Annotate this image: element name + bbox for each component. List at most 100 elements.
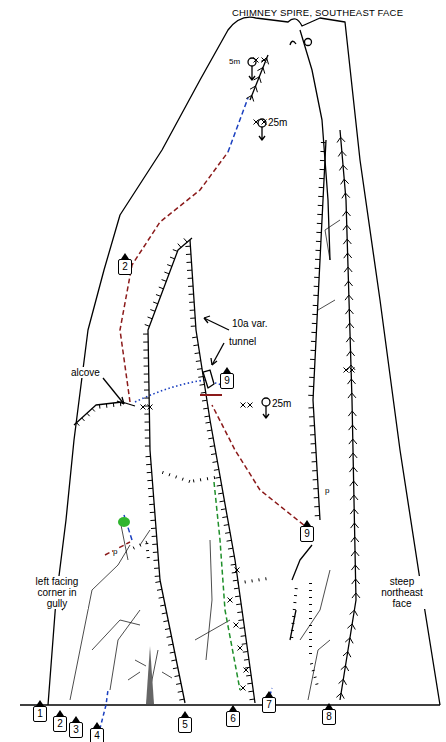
- rock-stroke: [106, 404, 107, 408]
- rock-stroke: [178, 691, 183, 693]
- rock-stroke: [234, 588, 239, 590]
- annotation-label: alcove: [71, 367, 100, 378]
- rock-stroke: [133, 547, 134, 550]
- rock-stroke: [348, 652, 351, 658]
- rock-stroke: [146, 550, 149, 551]
- rock-stroke: [143, 350, 148, 351]
- rock-stroke: [215, 477, 220, 479]
- rock-stroke: [99, 405, 100, 409]
- rock-stroke: [167, 636, 172, 638]
- rock-stroke: [120, 402, 121, 406]
- rock-stroke: [308, 407, 313, 408]
- rock-stroke: [144, 390, 149, 391]
- rock-stroke: [160, 605, 165, 607]
- rock-stroke: [167, 265, 172, 267]
- route-number: 2: [57, 719, 63, 729]
- rock-stroke: [228, 598, 233, 603]
- rock-stroke: [173, 667, 178, 669]
- rock-stroke: [347, 225, 351, 230]
- rock-stroke: [152, 544, 157, 545]
- rock-stroke: [235, 596, 240, 598]
- rock-stroke: [308, 395, 313, 396]
- rock-stroke: [229, 556, 234, 558]
- rock-stroke: [263, 68, 265, 74]
- rock-stroke: [162, 471, 164, 474]
- rock-stroke: [293, 609, 296, 610]
- rock-stroke: [150, 512, 155, 513]
- rock-stroke: [188, 278, 193, 279]
- rock-stroke: [313, 479, 318, 480]
- rock-stroke: [144, 382, 149, 383]
- rock-stroke: [148, 488, 153, 489]
- rock-stroke: [196, 360, 201, 362]
- rock-stroke: [249, 699, 254, 701]
- route-number: 9: [304, 529, 310, 539]
- route-number: 2: [122, 262, 128, 272]
- rock-stroke: [148, 405, 153, 410]
- rock-stroke: [353, 453, 357, 458]
- rock-stroke: [141, 405, 146, 410]
- rock-stroke: [144, 406, 149, 407]
- rock-stroke: [344, 253, 348, 258]
- rock-stroke: [225, 532, 230, 534]
- rock-stroke: [350, 610, 355, 614]
- rock-stroke: [259, 77, 261, 83]
- route-number: 7: [266, 700, 272, 710]
- rock-stroke: [352, 624, 355, 630]
- rock-stroke: [350, 509, 354, 514]
- rock-stroke: [228, 548, 233, 550]
- rock-stroke: [309, 653, 312, 654]
- rock-stroke: [310, 368, 315, 369]
- rock-stroke: [310, 359, 315, 360]
- rock-stroke: [349, 467, 353, 472]
- rock-stroke: [343, 652, 348, 656]
- rock-stroke: [352, 393, 356, 398]
- rock-stroke: [231, 564, 236, 566]
- rock-stroke: [164, 272, 169, 274]
- topo-title: CHIMNEY SPIRE, SOUTHEAST FACE: [232, 7, 403, 18]
- annotation-label: left facing corner in gully: [26, 576, 88, 609]
- rock-stroke: [214, 469, 219, 471]
- rock-stroke: [265, 577, 266, 580]
- rock-stroke: [321, 142, 326, 143]
- rock-stroke: [200, 478, 201, 481]
- rock-stroke: [163, 620, 168, 622]
- rock-stroke: [240, 627, 245, 629]
- rock-stroke: [235, 568, 240, 573]
- rock-stroke: [200, 384, 205, 386]
- rock-stroke: [267, 58, 269, 64]
- rock-stroke: [350, 495, 354, 500]
- rock-stroke: [92, 409, 95, 412]
- rock-stroke: [214, 476, 215, 479]
- rock-stroke: [224, 524, 229, 526]
- rock-stroke: [347, 624, 352, 628]
- rock-stroke: [140, 544, 141, 547]
- rock-stroke: [144, 398, 149, 399]
- rock-stroke: [248, 691, 253, 693]
- rock-stroke: [176, 683, 181, 685]
- rock-stroke: [145, 324, 150, 326]
- rock-stroke: [311, 452, 316, 453]
- rock-stroke: [189, 294, 194, 295]
- rock-stroke: [343, 239, 347, 244]
- rock-stroke: [314, 497, 319, 498]
- rock-stroke: [157, 589, 162, 591]
- rock-stroke: [344, 179, 348, 184]
- rock-stroke: [348, 379, 352, 384]
- rock-stroke: [252, 95, 254, 101]
- rock-stroke: [241, 403, 246, 408]
- route-number: 6: [230, 714, 236, 724]
- rock-stroke: [170, 257, 175, 259]
- route-number: 3: [73, 725, 79, 735]
- rock-stroke: [201, 392, 206, 394]
- rock-stroke: [346, 323, 350, 328]
- rock-stroke: [250, 86, 256, 89]
- annotation-label: 5m: [229, 56, 240, 67]
- rock-stroke: [169, 473, 171, 476]
- rock-stroke: [155, 576, 160, 577]
- rock-stroke: [141, 405, 146, 410]
- rock-stroke: [246, 675, 251, 677]
- rock-stroke: [349, 309, 353, 314]
- rock-stroke: [318, 205, 323, 206]
- rock-stroke: [356, 579, 360, 584]
